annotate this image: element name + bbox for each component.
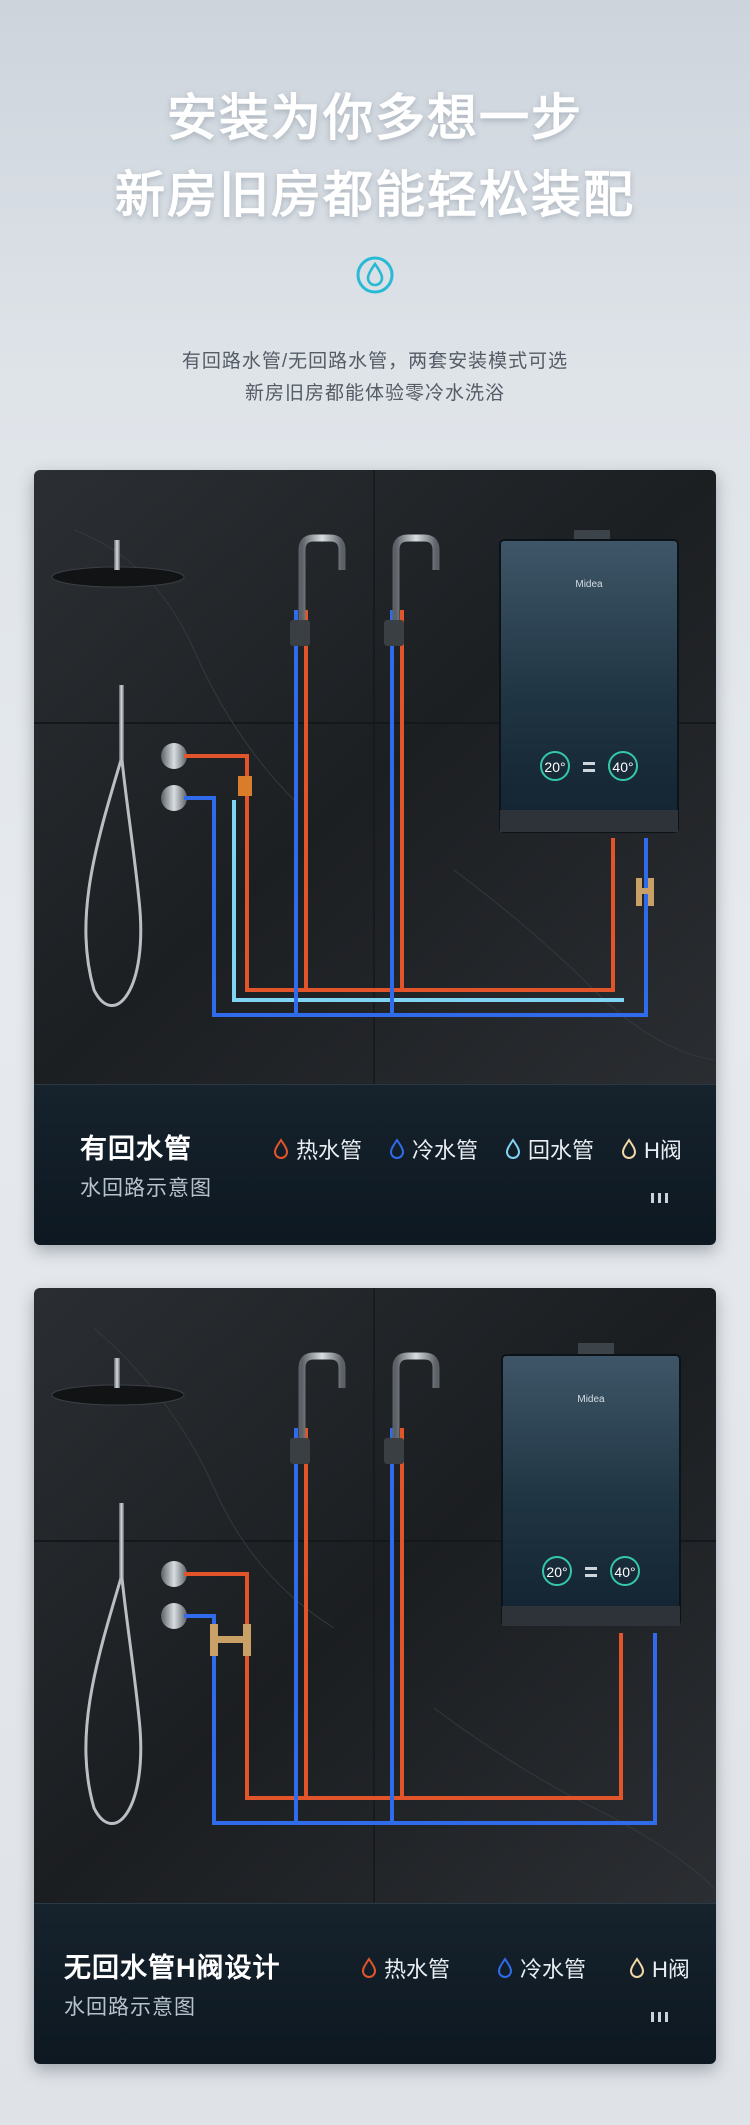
h-valve-drop-icon — [622, 1138, 637, 1159]
return-water-drop-icon — [506, 1138, 521, 1159]
legend-item-hot: 热水管 — [272, 1133, 362, 1165]
water-loop-diagram: Midea 20° 40° — [34, 470, 716, 1085]
legend-item-hvalve: H阀 — [620, 1133, 682, 1165]
water-loop-diagram: Midea 20° 40° — [34, 1288, 716, 1903]
legend-item-hvalve: H阀 — [628, 1952, 690, 1984]
water-drop-icon — [356, 256, 394, 294]
hot-water-drop-icon — [273, 1138, 289, 1159]
install-panel-h-valve: Midea 20° 40° 无回水管H阀设计 水回路示意图 热水管 冷水管 H阀 — [34, 1288, 716, 2064]
legend-subtitle: 水回路示意图 — [80, 1177, 212, 1200]
hero-section: 安装为你多想一步 新房旧房都能轻松装配 有回路水管/无回路水管，两套安装模式可选… — [0, 0, 750, 470]
more-icon[interactable] — [651, 1193, 668, 1203]
legend-item-cold: 冷水管 — [388, 1133, 478, 1165]
legend-item-cold: 冷水管 — [496, 1952, 586, 1984]
hero-title-line2: 新房旧房都能轻松装配 — [115, 167, 635, 223]
hero-subtitle-line1: 有回路水管/无回路水管，两套安装模式可选 — [181, 351, 569, 372]
heater-brand-logo: Midea — [577, 1394, 605, 1405]
heater-display-set: 40° — [614, 1564, 635, 1580]
legend-title: 有回水管 — [80, 1134, 192, 1164]
legend-items: 热水管 冷水管 H阀 — [360, 1952, 690, 1984]
legend-label-hot: 热水管 — [384, 1957, 451, 1982]
h-valve-drop-icon — [630, 1957, 645, 1978]
hot-water-drop-icon — [361, 1957, 377, 1978]
heater-display-set: 40° — [612, 759, 633, 775]
legend-bar: 无回水管H阀设计 水回路示意图 热水管 冷水管 H阀 — [34, 1903, 716, 2064]
legend-item-hot: 热水管 — [360, 1952, 450, 1984]
legend-subtitle: 水回路示意图 — [64, 1996, 196, 2019]
more-icon[interactable] — [651, 2012, 668, 2022]
heater-display-inlet: 20° — [546, 1564, 567, 1580]
legend-bar: 有回水管 水回路示意图 热水管 冷水管 回水管 H阀 — [34, 1084, 716, 1245]
legend-label-return: 回水管 — [528, 1138, 595, 1163]
heater-brand-logo: Midea — [575, 579, 603, 590]
legend-items: 热水管 冷水管 回水管 H阀 — [272, 1133, 682, 1165]
hero-subtitle-line2: 新房旧房都能体验零冷水洗浴 — [244, 383, 505, 404]
legend-title: 无回水管H阀设计 — [64, 1953, 281, 1983]
legend-item-return: 回水管 — [504, 1133, 594, 1165]
heater-display-inlet: 20° — [544, 759, 565, 775]
legend-label-cold: 冷水管 — [412, 1138, 479, 1163]
legend-label-hvalve: H阀 — [652, 1957, 690, 1982]
cold-water-drop-icon — [498, 1957, 513, 1978]
hero-title-line1: 安装为你多想一步 — [167, 90, 583, 146]
legend-label-hvalve: H阀 — [644, 1138, 682, 1163]
legend-label-hot: 热水管 — [296, 1138, 363, 1163]
install-panel-with-return: Midea 20° 40° 有回水管 水回路示意图 热水管 冷水管 回水管 — [34, 470, 716, 1245]
cold-water-drop-icon — [390, 1138, 405, 1159]
legend-label-cold: 冷水管 — [520, 1957, 587, 1982]
